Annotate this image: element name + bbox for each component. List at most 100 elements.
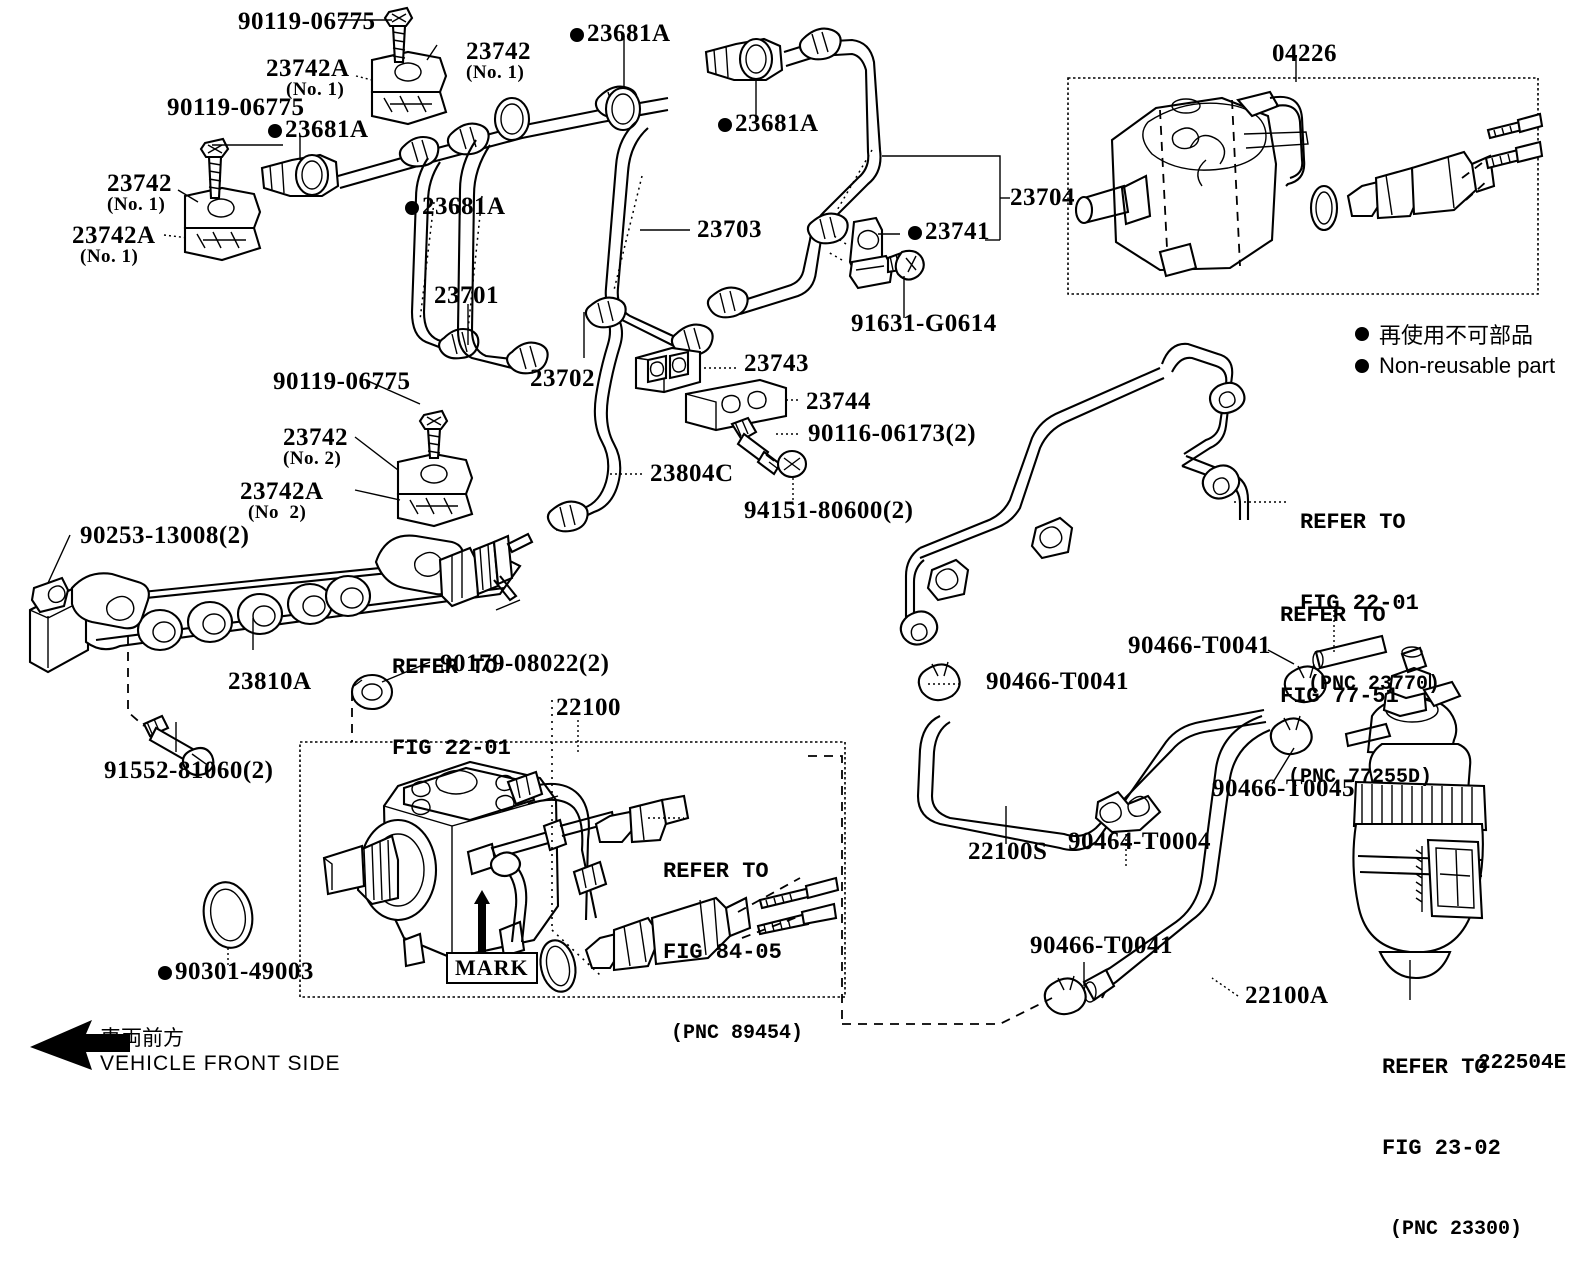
box-04226 (1067, 77, 1539, 295)
tube-77255d-end (1312, 650, 1324, 670)
dash-to-bottom-clip (842, 997, 1053, 1025)
legend-non-reusable: 再使用不可部品 Non-reusable part (1355, 318, 1555, 379)
label-kit-04226: 04226 (1272, 40, 1337, 67)
box-22100 (299, 741, 846, 998)
supply-pump-22100 (322, 760, 616, 968)
label-pipe-23703: 23703 (697, 216, 762, 243)
non-reusable-dot-icon (1355, 327, 1369, 341)
mark-callout-arrow (474, 890, 490, 954)
label-pipe-23804c: 23804C (650, 460, 734, 487)
label-clamp-23742a-no2-sub: (No 2) (248, 502, 307, 523)
label-clip-90466-t0041-d: 90466-T0041 (1030, 932, 1173, 959)
label-pipe-23701: 23701 (434, 282, 499, 309)
vehicle-front-arrow (30, 1020, 130, 1070)
label-clamp-23742a-no1-upper: 23742A (266, 55, 350, 82)
vehicle-front-jp: 車両前方 (100, 1026, 184, 1050)
label-bolt-91552-81060: 91552-81060(2) (104, 757, 274, 784)
bolt-91552-81060 (142, 714, 215, 777)
label-clamp-23742a-no1-upper-sub: (No. 1) (286, 79, 345, 100)
label-hose-22100a: 22100A (1245, 982, 1329, 1009)
label-pipe-23702: 23702 (530, 365, 595, 392)
figure-code: 222504E (1478, 1052, 1567, 1075)
bolt-90119-06775-left (199, 137, 230, 200)
label-rail-23810a: 23810A (228, 668, 312, 695)
label-gasket-23741: 23741 (908, 218, 990, 246)
bolt-90119-06775-no2 (418, 409, 449, 460)
sensor-89454 (594, 794, 690, 844)
studs-in-pump-box (737, 876, 840, 939)
label-clamp-23742a-no2: 23742A (240, 478, 324, 505)
refer-to-fig-22-01-rail: REFER TO FIG 22-01 (392, 655, 511, 761)
leader-23704-bracket (882, 155, 1001, 240)
oring-in-pump-box (539, 939, 577, 993)
scv-valve-lower (584, 896, 752, 972)
label-bolt-90116-06173: 90116-06173(2) (808, 420, 977, 447)
seal-23681a-top (704, 37, 784, 82)
label-clamp-23742a-no1-left-sub: (No. 1) (80, 246, 139, 267)
label-clamp-23742-no1-upper: 23742 (466, 38, 531, 65)
label-clip-90466-t0041-b: 90466-T0041 (1128, 632, 1271, 659)
non-reusable-dot-icon (158, 966, 172, 980)
clip-90464-t0004 (1094, 790, 1162, 834)
label-pump-22100: 22100 (556, 694, 621, 721)
label-clamp-23743: 23743 (744, 350, 809, 377)
pipe-23704 (706, 27, 882, 319)
vehicle-front-side-text: 車両前方 VEHICLE FRONT SIDE (100, 1022, 341, 1076)
common-rail-23810a (28, 532, 534, 674)
clamp-23744 (684, 378, 788, 432)
hose-22100s (916, 708, 1267, 852)
dash-rail-to-bolt (127, 636, 145, 727)
bracket-23741 (827, 216, 925, 290)
pump-kit-illustration (1074, 90, 1544, 278)
label-clamp-23742-no2: 23742 (283, 424, 348, 451)
refer-to-fig-77-51: REFER TO FIG 77-51 (PNC 77255D) (1280, 603, 1433, 789)
legend-en-text: Non-reusable part (1379, 353, 1556, 378)
bolt-90116-06173 (730, 416, 782, 476)
label-oring-90301-49003: 90301-49003 (158, 958, 314, 986)
bolt-90119-06775-upper (383, 6, 414, 64)
legend-jp-text: 再使用不可部品 (1379, 324, 1534, 349)
label-seal-23681a-4: 23681A (718, 110, 819, 138)
non-reusable-dot-icon (570, 28, 584, 42)
label-clamp-23742-no1-upper-sub: (No. 1) (466, 62, 525, 83)
label-pipe-23704: 23704 (1010, 184, 1075, 211)
non-reusable-dot-icon (268, 124, 282, 138)
parts-diagram-illustration (28, 6, 1544, 1070)
label-nut-90179-08022: 90179-08022(2) (440, 650, 610, 677)
label-cap-90253-13008: 90253-13008(2) (80, 522, 250, 549)
label-mark-box: MARK (446, 952, 538, 984)
clip-90466-t0041-d (1043, 975, 1087, 1016)
label-clip-90464-t0004: 90464-T0004 (1068, 828, 1211, 855)
label-seal-23681a-2: 23681A (405, 193, 506, 221)
refer-to-fig-22-01-23770: REFER TO FIG 22-01 (PNC 23770) (1300, 510, 1441, 696)
non-reusable-dot-icon (405, 201, 419, 215)
label-bolt-90119-06775-left: 90119-06775 (167, 94, 305, 121)
clip-90466-t0041-b (1283, 663, 1327, 704)
refer-to-fig-23-02: REFER TO FIG 23-02 (PNC 23300) (1382, 1055, 1523, 1241)
label-clamp-23742-no1-left-sub: (No. 1) (107, 194, 166, 215)
label-bolt-90119-06775-upper: 90119-06775 (238, 8, 376, 35)
label-clip-90466-t0045: 90466-T0045 (1212, 775, 1355, 802)
fuel-filter-23300 (1344, 646, 1488, 980)
vehicle-front-en: VEHICLE FRONT SIDE (100, 1052, 341, 1075)
leader-lines (47, 19, 1411, 1000)
pipe-23770-right (899, 342, 1250, 646)
nut-94151-80600 (776, 449, 808, 479)
refer-to-fig-84-05: REFER TO FIG 84-05 (PNC 89454) (663, 859, 804, 1045)
hose-23804c (546, 296, 627, 533)
label-clamp-23742-no1-left: 23742 (107, 170, 172, 197)
clamp-23742-no2 (396, 452, 474, 528)
clamp-23742-no1-upper (370, 50, 448, 126)
label-clip-90466-t0041-a: 90466-T0041 (986, 668, 1129, 695)
tube-77255d (1314, 634, 1388, 670)
label-clamp-23744: 23744 (806, 388, 871, 415)
label-seal-23681a-3: 23681A (570, 20, 671, 48)
oring-90301-49003 (202, 881, 254, 949)
label-nut-94151-80600: 94151-80600(2) (744, 497, 914, 524)
non-reusable-dot-icon (718, 118, 732, 132)
non-reusable-dot-icon (908, 226, 922, 240)
label-bolt-91631-g0614: 91631-G0614 (851, 310, 997, 337)
label-clamp-23742a-no1-left: 23742A (72, 222, 156, 249)
hose-22100a (1082, 715, 1271, 1003)
clip-90466-t0041-a (917, 661, 961, 702)
